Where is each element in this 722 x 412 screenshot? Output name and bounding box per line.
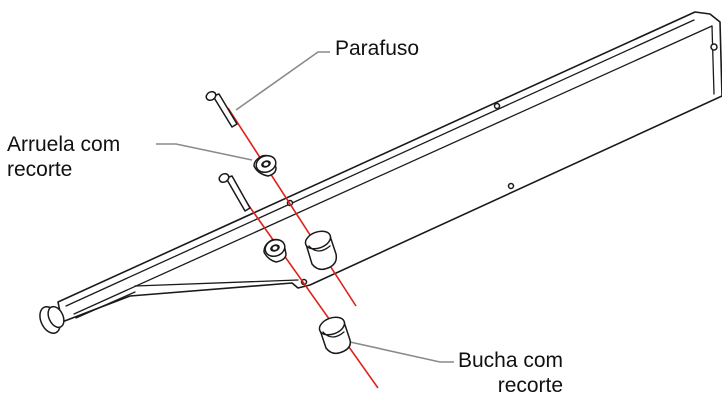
washer-leader — [156, 143, 253, 161]
frame-hole — [493, 102, 501, 110]
frame-bracket — [39, 11, 722, 334]
assembly-axes — [227, 107, 379, 389]
washer-label-line2: recorte — [7, 158, 73, 181]
screw-leader — [235, 51, 330, 111]
frame-hole — [710, 43, 718, 51]
screw-upper — [205, 90, 238, 128]
bushing-label: Bucha com recorte — [458, 348, 563, 398]
bushing-label-line2: recorte — [497, 374, 564, 397]
screw-label: Parafuso — [335, 37, 420, 60]
frame-hole — [507, 182, 515, 190]
bushing-leader — [349, 341, 454, 363]
screw-lower — [218, 172, 251, 212]
leader-lines — [156, 51, 454, 363]
bushing-upper — [304, 230, 338, 271]
axis-line — [241, 195, 379, 389]
washer-label-line1: Arruela com — [7, 133, 121, 156]
washer-upper — [253, 154, 277, 177]
bushing-lower — [318, 316, 352, 355]
washer-lower — [263, 238, 287, 263]
frame-end-cap-inner — [47, 305, 65, 329]
axis-line — [227, 107, 357, 307]
bushing-label-line1: Bucha com — [458, 349, 564, 372]
washer-label: Arruela com recorte — [7, 132, 120, 182]
